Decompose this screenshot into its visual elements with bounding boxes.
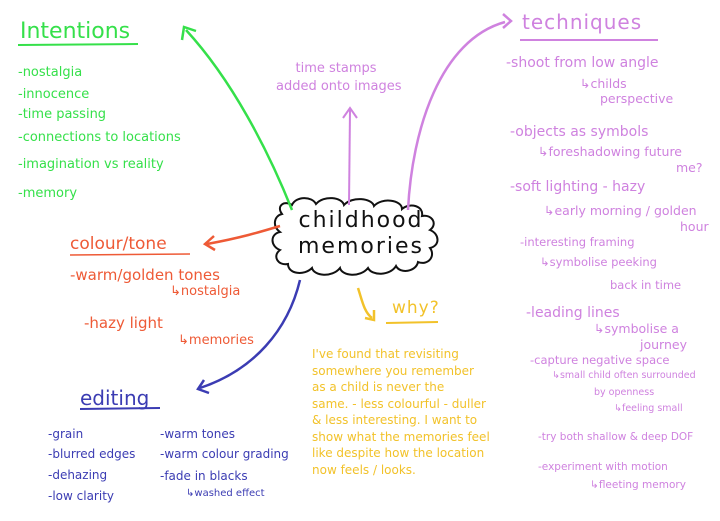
why-line: same. - less colourful - duller (312, 396, 486, 411)
sub-arrow-icon: ↳ (552, 370, 560, 381)
sub-arrow-icon: ↳ (544, 203, 555, 218)
technique-motion: -experiment with motion (538, 461, 668, 473)
sub-arrow-icon: ↳ (614, 403, 622, 414)
why-line: & less interesting. I want to (312, 413, 478, 427)
why-line: show what the memories feel (312, 429, 490, 444)
center-line-1: childhood (298, 208, 424, 233)
timestamps-line-1: time stamps (295, 61, 377, 76)
technique-space-sub-2: by openness (594, 387, 655, 398)
sub-arrow-icon: ↳ (580, 76, 591, 91)
technique-motion-sub: ↳fleeting memory (590, 479, 686, 491)
arrowhead-why (364, 310, 376, 322)
techniques-heading: techniques (522, 10, 643, 34)
center-node-label: childhood memories (286, 208, 436, 260)
sub-arrow-icon: ↳ (178, 333, 189, 348)
technique-space-sub-3-row: ↳feeling small (614, 404, 683, 414)
intentions-item: -memory (18, 186, 78, 201)
sub-arrow-icon: ↳ (170, 284, 181, 299)
technique-shoot-sub: ↳childs (580, 77, 627, 90)
technique-lighting: -soft lighting - hazy (510, 179, 646, 195)
technique-lighting-sub-2: hour (680, 219, 709, 234)
editing-right-sub: ↳washed effect (186, 488, 265, 500)
intentions-heading: Intentions (20, 19, 131, 44)
technique-objects-sub: ↳foreshadowing future (538, 145, 682, 158)
editing-left-item: -blurred edges (48, 447, 136, 461)
connector-why (356, 287, 373, 319)
colour-tone-warm: -warm/golden tones (70, 266, 220, 284)
center-cloud-outline (271, 197, 439, 276)
intentions-item: -innocence (18, 87, 90, 102)
why-line: somewhere you remember (312, 363, 474, 378)
connector-timestamps (348, 109, 351, 206)
underline-editing (79, 407, 161, 410)
colour-tone-warm-sub: ↳nostalgia (170, 285, 240, 299)
connector-colour-tone (206, 224, 281, 246)
sub-arrow-icon: ↳ (538, 144, 549, 159)
technique-framing-sub-2: back in time (610, 278, 682, 292)
technique-objects: -objects as symbols (510, 124, 649, 140)
technique-lighting-sub: ↳early morning / golden (544, 204, 697, 217)
editing-heading: editing (80, 386, 150, 410)
technique-space-sub-3: feeling small (621, 403, 683, 414)
technique-space: -capture negative space (530, 353, 670, 367)
underline-why (385, 321, 439, 324)
intentions-item: -connections to locations (18, 130, 181, 145)
editing-right-item: -warm colour grading (160, 447, 289, 461)
technique-objects-sub-1: foreshadowing future (548, 144, 682, 159)
sub-arrow-icon: ↳ (590, 479, 599, 491)
technique-objects-sub-2: me? (676, 160, 703, 175)
arrowhead-colour-tone (202, 235, 216, 252)
why-heading: why? (392, 298, 440, 318)
editing-left-item: -dehazing (48, 468, 108, 482)
why-line: I've found that revisiting (312, 347, 459, 361)
technique-framing-sub: ↳symbolise peeking (540, 256, 657, 268)
connector-intentions (185, 29, 294, 211)
colour-tone-hazy: -hazy light (84, 314, 163, 332)
colour-tone-hazy-sub: ↳memories (178, 334, 254, 348)
why-line: as a child is never the (312, 380, 445, 394)
technique-motion-sub-1: fleeting memory (598, 479, 686, 491)
editing-left-item: -low clarity (48, 489, 114, 503)
why-line: now feels / looks. (312, 462, 416, 477)
intentions-item: -nostalgia (18, 65, 83, 80)
arrowhead-timestamps (342, 106, 358, 119)
intentions-item: -time passing (18, 107, 107, 122)
center-line-2: memories (297, 234, 424, 259)
colour-tone-hazy-sub-text: memories (188, 333, 254, 348)
technique-lighting-sub-1: early morning / golden (554, 203, 697, 218)
editing-left-item: -grain (48, 427, 84, 441)
technique-shoot: -shoot from low angle (506, 55, 659, 71)
intentions-item: -imagination vs reality (18, 157, 164, 172)
colour-tone-warm-sub-text: nostalgia (180, 284, 241, 299)
technique-dof: -try both shallow & deep DOF (538, 431, 694, 443)
colour-tone-heading: colour/tone (70, 234, 167, 254)
technique-framing: -interesting framing (520, 235, 635, 249)
sub-arrow-icon: ↳ (186, 488, 195, 499)
technique-space-sub: ↳small child often surrounded (552, 371, 696, 381)
technique-leading-sub-2: journey (640, 337, 687, 352)
why-line: like despite how the location (312, 446, 485, 460)
technique-framing-sub-1: symbolise peeking (549, 255, 657, 269)
timestamps-line-2: added onto images (276, 79, 402, 94)
underline-colour-tone (69, 253, 191, 256)
sub-arrow-icon: ↳ (594, 321, 605, 336)
technique-leading: -leading lines (526, 305, 620, 321)
why-paragraph: I've found that revisiting somewhere you… (312, 346, 490, 478)
technique-leading-sub: ↳symbolise a (594, 322, 679, 335)
technique-shoot-sub-1: childs (590, 76, 627, 91)
editing-right-item: -fade in blacks (160, 469, 248, 483)
arrowhead-editing (196, 379, 210, 395)
editing-right-sub-text: washed effect (194, 488, 265, 499)
technique-shoot-sub-2: perspective (600, 91, 674, 106)
sub-arrow-icon: ↳ (540, 255, 550, 269)
underline-intentions (17, 43, 139, 46)
technique-leading-sub-1: symbolise a (604, 321, 679, 336)
technique-space-sub-1: small child often surrounded (559, 370, 696, 381)
editing-right-item: -warm tones (160, 427, 236, 441)
connector-editing (199, 279, 302, 390)
arrowhead-techniques (502, 13, 513, 29)
arrowhead-intentions (180, 25, 197, 41)
connector-techniques (406, 20, 506, 211)
